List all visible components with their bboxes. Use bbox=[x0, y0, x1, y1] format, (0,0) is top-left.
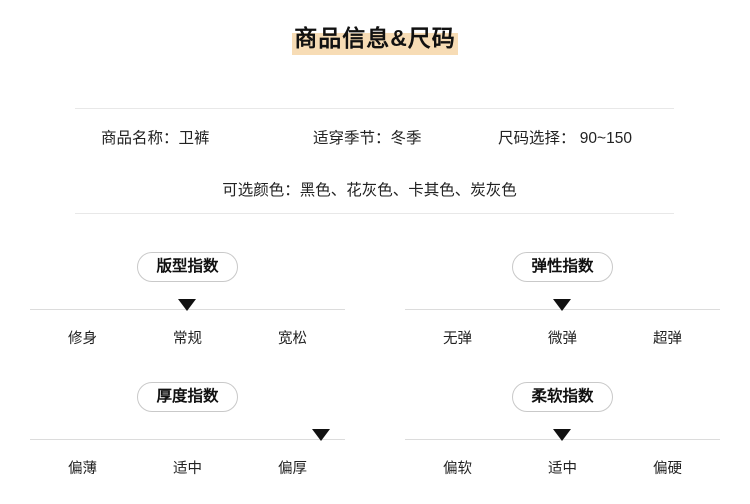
page-title-container: 商品信息&尺码 bbox=[0, 22, 750, 55]
indicator-softness: 柔软指数 偏软 适中 偏硬 bbox=[375, 373, 750, 503]
indicator-fit-labels: 修身 常规 宽松 bbox=[30, 327, 345, 348]
indicator-elasticity-scale bbox=[405, 299, 720, 311]
indicator-thickness-label-0: 偏薄 bbox=[68, 461, 97, 477]
indicator-softness-scale bbox=[405, 429, 720, 441]
indicator-fit-scale bbox=[30, 299, 345, 311]
indicator-fit-label-0: 修身 bbox=[68, 331, 97, 347]
indicator-thickness-title: 厚度指数 bbox=[137, 382, 238, 412]
info-colors: 可选颜色：黑色、花灰色、卡其色、炭灰色 bbox=[222, 182, 517, 199]
indicator-elasticity: 弹性指数 无弹 微弹 超弹 bbox=[375, 243, 750, 373]
indicator-thickness-pill-row: 厚度指数 bbox=[0, 373, 375, 412]
indicator-thickness: 厚度指数 偏薄 适中 偏厚 bbox=[0, 373, 375, 503]
indicator-thickness-marker-arrow-icon bbox=[312, 429, 330, 441]
page-title: 商品信息&尺码 bbox=[292, 22, 458, 55]
indicator-fit-title: 版型指数 bbox=[137, 252, 238, 282]
indicator-fit-marker-arrow-icon bbox=[178, 299, 196, 311]
indicator-fit-pill-row: 版型指数 bbox=[0, 243, 375, 282]
indicator-fit-label-2: 宽松 bbox=[278, 331, 307, 347]
indicator-thickness-scale bbox=[30, 429, 345, 441]
info-row-colors: 可选颜色：黑色、花灰色、卡其色、炭灰色 bbox=[75, 165, 674, 213]
info-season: 适穿季节：冬季 bbox=[313, 130, 422, 147]
indicator-grid: 版型指数 修身 常规 宽松 弹性指数 无弹 微弹 超弹 厚度指数 bbox=[0, 243, 750, 503]
indicator-fit-label-1: 常规 bbox=[173, 331, 202, 347]
indicator-elasticity-labels: 无弹 微弹 超弹 bbox=[405, 327, 720, 348]
indicator-softness-title: 柔软指数 bbox=[512, 382, 613, 412]
info-size-range: 尺码选择： 90~150 bbox=[498, 130, 632, 147]
indicator-softness-label-1: 适中 bbox=[548, 461, 577, 477]
info-divider-bottom bbox=[75, 213, 674, 214]
indicator-thickness-label-2: 偏厚 bbox=[278, 461, 307, 477]
indicator-thickness-labels: 偏薄 适中 偏厚 bbox=[30, 457, 345, 478]
indicator-thickness-label-1: 适中 bbox=[173, 461, 202, 477]
indicator-softness-pill-row: 柔软指数 bbox=[375, 373, 750, 412]
info-row-primary: 商品名称：卫裤 适穿季节：冬季 尺码选择： 90~150 bbox=[75, 109, 674, 165]
info-product-name: 商品名称：卫裤 bbox=[101, 130, 210, 147]
info-divider-top bbox=[75, 108, 674, 109]
indicator-softness-labels: 偏软 适中 偏硬 bbox=[405, 457, 720, 478]
indicator-elasticity-title: 弹性指数 bbox=[512, 252, 613, 282]
indicator-softness-marker-arrow-icon bbox=[553, 429, 571, 441]
indicator-elasticity-label-1: 微弹 bbox=[548, 331, 577, 347]
indicator-elasticity-marker-arrow-icon bbox=[553, 299, 571, 311]
indicator-softness-label-2: 偏硬 bbox=[653, 461, 682, 477]
indicator-elasticity-pill-row: 弹性指数 bbox=[375, 243, 750, 282]
indicator-elasticity-label-2: 超弹 bbox=[653, 331, 682, 347]
indicator-softness-label-0: 偏软 bbox=[443, 461, 472, 477]
indicator-fit: 版型指数 修身 常规 宽松 bbox=[0, 243, 375, 373]
indicator-elasticity-label-0: 无弹 bbox=[443, 331, 472, 347]
product-info-block: 商品名称：卫裤 适穿季节：冬季 尺码选择： 90~150 可选颜色：黑色、花灰色… bbox=[75, 108, 674, 214]
